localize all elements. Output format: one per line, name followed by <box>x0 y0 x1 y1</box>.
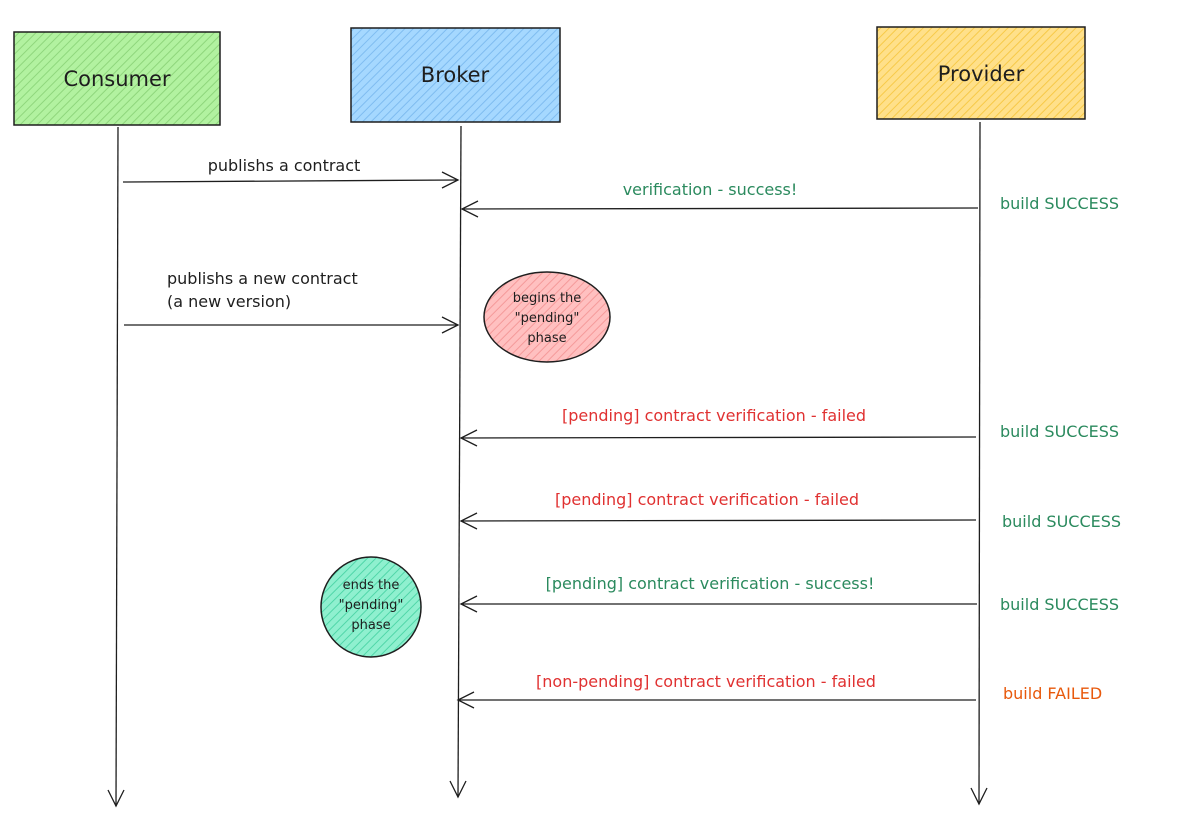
message-label: [pending] contract verification - failed <box>562 406 866 425</box>
lifeline-broker <box>449 125 467 799</box>
lifeline-consumer <box>107 126 125 808</box>
message-pending-success: [pending] contract verification - succes… <box>459 574 977 613</box>
lifeline-provider <box>970 121 988 806</box>
note-begins-pending: begins the "pending" phase <box>483 271 611 363</box>
note-line: begins the <box>513 291 582 306</box>
note-line: "pending" <box>515 311 580 326</box>
message-label: publishs a contract <box>208 156 361 175</box>
build-status-label: build FAILED <box>1003 684 1102 703</box>
note-ends-pending: ends the "pending" phase <box>320 556 422 658</box>
message-verification-success: verification - success! <box>460 180 979 218</box>
note-line: "pending" <box>339 598 404 613</box>
build-status-label: build SUCCESS <box>1000 595 1119 614</box>
message-pending-failed-2: [pending] contract verification - failed <box>459 490 977 530</box>
message-label: verification - success! <box>623 180 798 199</box>
build-status-label: build SUCCESS <box>1000 422 1119 441</box>
actor-provider-label: Provider <box>938 62 1025 86</box>
actor-consumer-label: Consumer <box>63 67 170 91</box>
message-pending-failed-1: [pending] contract verification - failed <box>459 406 977 447</box>
actor-broker: Broker <box>350 27 561 123</box>
build-status-label: build SUCCESS <box>1000 194 1119 213</box>
message-label-line-2: (a new version) <box>167 292 291 311</box>
note-line: ends the <box>343 578 400 593</box>
message-non-pending-failed: [non-pending] contract verification - fa… <box>456 672 976 709</box>
message-label-line-1: publishs a new contract <box>167 269 358 288</box>
actor-provider: Provider <box>876 26 1086 120</box>
message-label: [pending] contract verification - succes… <box>546 574 875 593</box>
note-line: phase <box>351 618 390 633</box>
message-label: [non-pending] contract verification - fa… <box>536 672 876 691</box>
actor-broker-label: Broker <box>421 63 490 87</box>
build-status-label: build SUCCESS <box>1002 512 1121 531</box>
actor-consumer: Consumer <box>13 31 221 126</box>
message-publish-contract: publishs a contract <box>122 156 460 189</box>
message-publish-new-contract: publishs a new contract (a new version) <box>124 269 460 334</box>
message-label: [pending] contract verification - failed <box>555 490 859 509</box>
note-line: phase <box>527 331 566 346</box>
